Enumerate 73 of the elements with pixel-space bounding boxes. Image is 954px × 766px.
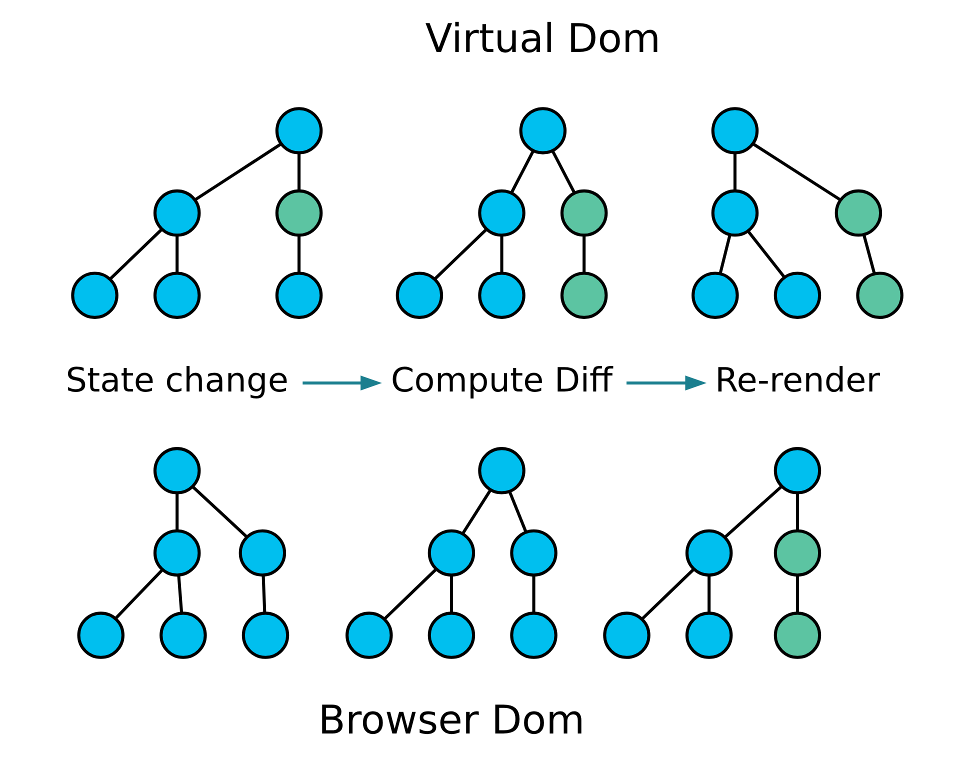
label: Browser Dom: [318, 697, 585, 744]
connector: [298, 235, 301, 273]
connector: [450, 575, 453, 613]
node-circle: [510, 529, 558, 577]
node-circle: [560, 189, 608, 237]
node-circle: [153, 272, 201, 319]
connector: [194, 142, 282, 202]
node-circle: [834, 189, 882, 237]
node-circle: [396, 272, 444, 319]
arrow: [302, 376, 382, 390]
node-circle: [153, 447, 201, 494]
connector: [462, 488, 492, 534]
node-circle: [774, 272, 822, 319]
node-circle: [71, 272, 118, 319]
connector: [724, 485, 783, 538]
node-circle: [153, 529, 201, 577]
node-circle: [242, 612, 290, 659]
node-circle: [711, 107, 759, 154]
connector: [176, 235, 179, 273]
node-text: Re-render: [714, 360, 880, 400]
node-circle: [478, 272, 526, 319]
arrow: [626, 376, 707, 390]
node-circle: [238, 529, 286, 577]
node-circle: [774, 529, 822, 577]
connector: [192, 486, 248, 538]
connector: [733, 153, 737, 191]
node-circle: [275, 189, 323, 237]
label: Virtual Dom: [425, 16, 661, 62]
connector: [862, 234, 876, 274]
connector: [508, 490, 528, 532]
node-circle: [519, 107, 567, 154]
connector: [176, 493, 179, 530]
node-circle: [711, 189, 759, 237]
connector: [262, 575, 266, 613]
connector: [582, 235, 586, 273]
node-text: Compute Diff: [390, 360, 613, 400]
node-circle: [692, 272, 739, 319]
connector: [640, 568, 694, 620]
connector: [434, 228, 487, 280]
node-circle: [478, 189, 526, 237]
connector: [177, 575, 184, 613]
node-circle: [275, 107, 323, 154]
node-circle: [560, 272, 608, 319]
connector: [551, 150, 576, 194]
node-circle: [510, 612, 558, 659]
connector: [114, 568, 164, 620]
node-circle: [685, 612, 733, 659]
node-circle: [856, 272, 904, 319]
connector: [752, 142, 842, 202]
node-circle: [428, 529, 476, 577]
node-circle: [478, 447, 526, 494]
connector: [500, 235, 504, 273]
connector: [298, 153, 301, 191]
connector: [510, 150, 535, 194]
connector: [532, 575, 536, 613]
node-circle: [160, 612, 207, 659]
node-circle: [346, 612, 393, 659]
connector: [796, 493, 799, 530]
node-circle: [603, 612, 650, 659]
connector: [718, 234, 732, 274]
connector: [746, 230, 786, 278]
connector: [108, 228, 162, 280]
connector: [796, 575, 799, 613]
connector: [708, 575, 711, 613]
connector: [383, 568, 437, 620]
node-circle: [774, 447, 822, 494]
node-text: State change: [66, 360, 288, 400]
node-circle: [774, 612, 822, 659]
node-circle: [275, 272, 323, 319]
node-circle: [153, 189, 201, 237]
node-circle: [685, 529, 733, 577]
node-circle: [428, 612, 476, 659]
node-circle: [77, 612, 124, 659]
